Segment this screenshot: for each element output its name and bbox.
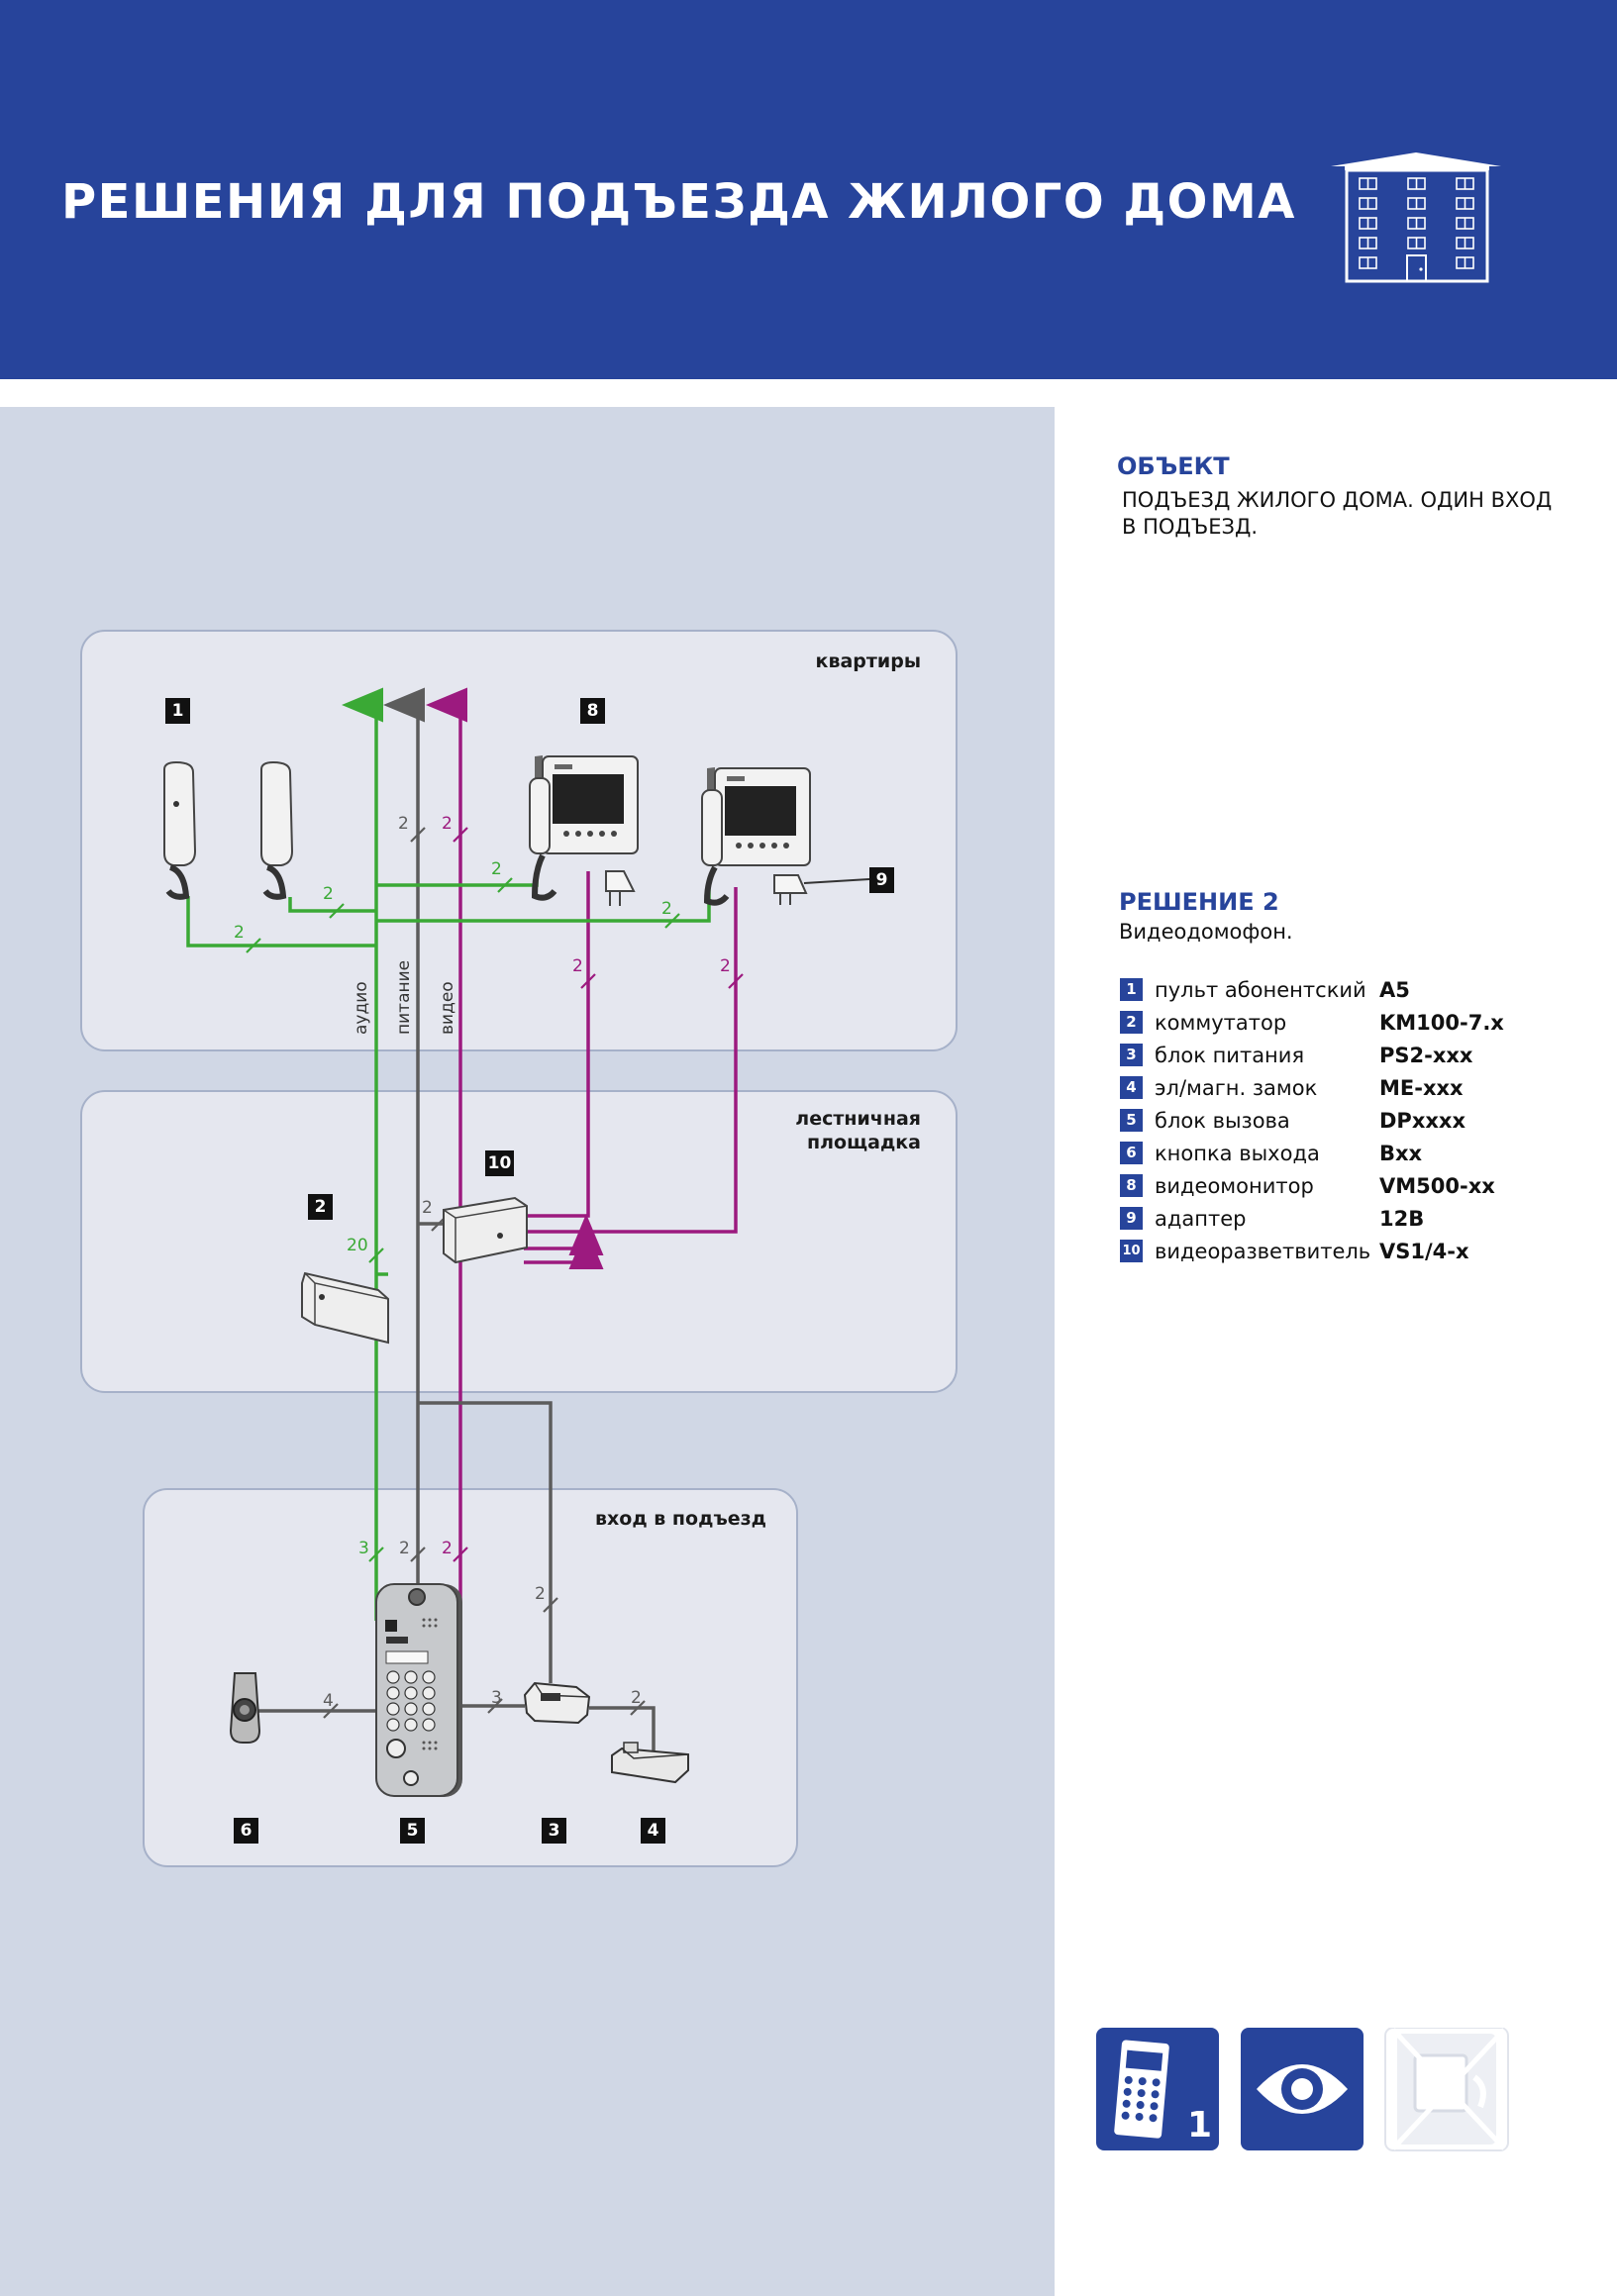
legend-item-name: блок вызова — [1155, 1109, 1290, 1133]
legend-row: 2 коммутатор KM100-7.x — [1120, 1008, 1536, 1038]
legend-item-model: 12В — [1379, 1207, 1425, 1231]
badge-switch: 2 — [308, 1194, 333, 1220]
wire-count-handset2-audio: 2 — [323, 884, 334, 904]
entrance-count-label: 1 — [1187, 2105, 1212, 2146]
badge-handset: 1 — [165, 698, 190, 724]
legend-number: 9 — [1120, 1207, 1143, 1230]
legend-item-model: DPxxxx — [1379, 1109, 1466, 1133]
feature-icons: 1 — [1096, 2028, 1509, 2151]
legend-row: 5 блок вызова DPxxxx — [1120, 1106, 1536, 1136]
object-description: ПОДЪЕЗД ЖИЛОГО ДОМА. ОДИН ВХОД В ПОДЪЕЗД… — [1122, 488, 1553, 539]
zone-apartments — [80, 630, 958, 1051]
video-lines — [426, 687, 738, 1621]
wire-count-apt-power: 2 — [398, 814, 409, 834]
legend-item-model: KM100-7.x — [1379, 1011, 1504, 1035]
apartment-building-icon — [1331, 152, 1501, 283]
legend-number: 5 — [1120, 1109, 1143, 1132]
legend-item-model: ME-xxx — [1379, 1076, 1464, 1100]
exit-button-icon — [229, 1672, 261, 1744]
video-splitter-icon — [443, 1196, 528, 1264]
legend-item-name: пульт абонентский — [1155, 978, 1366, 1002]
wire-ticks — [246, 827, 744, 1719]
power-line-label: питание — [394, 959, 414, 1035]
wire-count-monitor1-audio: 2 — [491, 859, 502, 879]
wire-count-exit-button: 4 — [323, 1691, 334, 1711]
legend-row: 8 видеомонитор VM500-xx — [1120, 1171, 1536, 1201]
legend-number: 4 — [1120, 1076, 1143, 1099]
call-panel-icon — [375, 1583, 462, 1797]
badge-monitor: 8 — [580, 698, 605, 724]
legend-row: 1 пульт абонентский A5 — [1120, 975, 1536, 1005]
wire-count-monitor2-audio: 2 — [661, 899, 672, 919]
switch-box-icon — [301, 1271, 389, 1345]
wire-count-splitter-power: 2 — [422, 1198, 433, 1218]
wire-count-monitor2-video: 2 — [720, 956, 731, 976]
legend-number: 3 — [1120, 1044, 1143, 1066]
audio-line-label: аудио — [352, 981, 371, 1035]
handset-2-icon — [260, 760, 294, 900]
legend-row: 4 эл/магн. замок ME-xxx — [1120, 1073, 1536, 1103]
wire-count-panel-power: 2 — [399, 1539, 410, 1558]
badge-splitter: 10 — [485, 1150, 514, 1176]
video-eye-icon — [1241, 2028, 1364, 2150]
badge-lock: 4 — [641, 1818, 665, 1844]
legend-item-model: VM500-xx — [1379, 1174, 1495, 1198]
legend-item-name: эл/магн. замок — [1155, 1076, 1318, 1100]
legend-item-name: видеомонитор — [1155, 1174, 1314, 1198]
badge-exit-button: 6 — [234, 1818, 258, 1844]
legend-item-name: кнопка выхода — [1155, 1142, 1320, 1165]
power-supply-icon — [523, 1681, 591, 1725]
adapter-icon — [773, 874, 870, 905]
wire-count-psu-power: 2 — [535, 1584, 546, 1604]
handset-1-icon — [163, 760, 197, 900]
legend-item-name: видеоразветвитель — [1155, 1240, 1371, 1263]
solution-title: РЕШЕНИЕ 2 — [1119, 888, 1279, 916]
legend-item-name: коммутатор — [1155, 1011, 1287, 1035]
legend-row: 6 кнопка выхода Bxx — [1120, 1139, 1536, 1168]
badge-adapter: 9 — [869, 867, 894, 893]
one-entrance-panel-icon: 1 — [1096, 2028, 1219, 2150]
legend-number: 8 — [1120, 1174, 1143, 1197]
wire-count-switch-bus: 20 — [347, 1236, 368, 1255]
wire-count-lock: 2 — [631, 1688, 642, 1708]
legend-item-name: блок питания — [1155, 1044, 1305, 1067]
legend-number: 6 — [1120, 1142, 1143, 1164]
object-title: ОБЪЕКТ — [1117, 452, 1230, 480]
legend-item-name: адаптер — [1155, 1207, 1247, 1231]
legend-item-model: VS1/4-x — [1379, 1240, 1469, 1263]
page-header: РЕШЕНИЯ ДЛЯ ПОДЪЕЗДА ЖИЛОГО ДОМА — [0, 0, 1617, 379]
wire-count-handset1-audio: 2 — [234, 923, 245, 943]
wire-count-psu-panel: 3 — [491, 1688, 502, 1708]
video-line-label: видео — [438, 981, 457, 1035]
badge-power-supply: 3 — [542, 1818, 566, 1844]
legend-number: 1 — [1120, 978, 1143, 1001]
magnetic-lock-icon — [611, 1742, 689, 1784]
legend-row: 3 блок питания PS2-xxx — [1120, 1041, 1536, 1070]
zone-label-apartments: квартиры — [815, 650, 921, 672]
video-monitor-1-icon — [529, 755, 639, 906]
legend-item-model: Bxx — [1379, 1142, 1423, 1165]
wire-count-monitor1-video: 2 — [572, 956, 583, 976]
video-monitor-2-icon — [701, 767, 811, 906]
wire-count-panel-audio: 3 — [358, 1539, 369, 1558]
legend-row: 9 адаптер 12В — [1120, 1204, 1536, 1234]
legend-item-model: A5 — [1379, 978, 1410, 1002]
page-title: РЕШЕНИЯ ДЛЯ ПОДЪЕЗДА ЖИЛОГО ДОМА — [61, 174, 1296, 230]
wire-count-apt-video: 2 — [442, 814, 453, 834]
wire-count-panel-video: 2 — [442, 1539, 453, 1558]
handset-monitor-crossed-icon — [1384, 2028, 1509, 2151]
zone-label-entrance: вход в подъезд — [594, 1508, 766, 1530]
legend-number: 10 — [1120, 1240, 1143, 1262]
legend-number: 2 — [1120, 1011, 1143, 1034]
zone-label-landing: лестничная площадка — [795, 1108, 921, 1153]
legend-row: 10 видеоразветвитель VS1/4-x — [1120, 1237, 1536, 1266]
legend-item-model: PS2-xxx — [1379, 1044, 1473, 1067]
badge-call-panel: 5 — [400, 1818, 425, 1844]
solution-description: Видеодомофон. — [1119, 920, 1293, 944]
